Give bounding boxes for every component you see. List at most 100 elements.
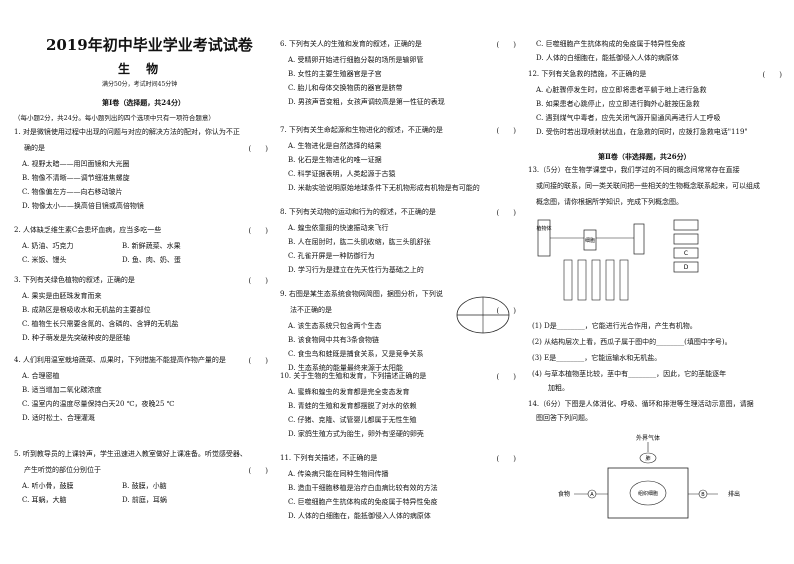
subject-title: 生 物 xyxy=(118,62,165,76)
q14-line1: 14.（6分）下图是人体消化、呼吸、循环和排泄等生理活动示意图，请据 xyxy=(528,400,754,408)
answer-option: C. 孔雀开屏是一种防御行为 xyxy=(288,252,375,260)
answer-option: D. 男孩声音变粗，女孩声调较高是第一性征的表现 xyxy=(288,98,445,106)
answer-option: D. 种子萌发是先突破种皮的是胚轴 xyxy=(22,334,130,342)
answer-paren: ( ) xyxy=(496,455,516,463)
answer-option: C. 仔猪、克隆、试管婴儿都属于无性生殖 xyxy=(288,416,417,424)
answer-option: A. 果实是由胚珠发育而来 xyxy=(22,292,102,300)
answer-paren: ( ) xyxy=(496,127,516,135)
answer-option: A. 心脏骤停发生时，应立即将患者平躺于地上进行急救 xyxy=(536,86,707,94)
answer-paren: ( ) xyxy=(496,41,516,49)
question-stem: 4. 人们利用温室栽培蔬菜、瓜果时，下列措施不能提高作物产量的是 xyxy=(14,356,226,364)
answer-option: D. 物像太小——换高倍目镜或高倍物镜 xyxy=(22,202,144,210)
concept-node xyxy=(673,247,699,259)
question-stem: 8. 下列有关动物的运动和行为的叙述，不正确的是 xyxy=(280,208,436,216)
concept-node xyxy=(577,259,587,301)
answer-option: A. 传染病只能在同种生物间传播 xyxy=(288,470,389,478)
question-stem: 2. 人体缺乏维生素C会患坏血病，应当多吃一些 xyxy=(14,226,162,234)
question-stem: 产生听觉的部位分别位于 xyxy=(24,466,101,474)
answer-option: B. 物像不清晰——调节细准焦螺旋 xyxy=(22,174,130,182)
node-a xyxy=(587,489,597,499)
answer-paren: ( ) xyxy=(248,145,268,153)
answer-option: D. 人体的白细胞在，能抵御侵入人体的病原体 xyxy=(288,512,431,520)
q13-blank-3: (3) E是________，它能运输水和无机盐。 xyxy=(532,354,662,362)
concept-node-label: D xyxy=(684,264,689,271)
concept-node xyxy=(619,259,629,301)
answer-option: D. 米勒实验说明原始地球条件下无机物形成有机物是有可能的 xyxy=(288,184,480,192)
answer-option: C. 米饭、馒头 xyxy=(22,256,67,264)
answer-option: A. 蜜蜂和蝗虫的发育都是完全变态发育 xyxy=(288,388,410,396)
concept-node xyxy=(591,259,601,301)
concept-node xyxy=(633,223,645,255)
answer-option: B. 人在屈肘时，肱二头肌收缩，肱三头肌舒张 xyxy=(288,238,431,246)
exam-meta: 满分50分，考试时间45分钟 xyxy=(102,81,178,88)
answer-option: B. 青蛙的生殖和发育都摆脱了对水的依赖 xyxy=(288,402,417,410)
answer-paren: ( ) xyxy=(496,307,516,315)
q13-blank-5: 加粗。 xyxy=(548,384,569,392)
answer-option: C. 巨噬细胞产生抗体构成的免疫属于特异性免疫 xyxy=(536,40,686,48)
answer-option: B. 女性的主要生殖器官是子宫 xyxy=(288,70,382,78)
food-web-diagram xyxy=(456,296,510,334)
diagram-label-a: A xyxy=(590,492,594,498)
answer-option: C. 巨噬细胞产生抗体构成的免疫属于特异性免疫 xyxy=(288,498,438,506)
question-stem: 10. 关于生物的生殖和发育，下列描述正确的是 xyxy=(280,372,427,380)
answer-paren: ( ) xyxy=(248,227,268,235)
part1-instructions: （每小题2分，共24分。每小题列出的四个选项中只有一项符合题意） xyxy=(14,114,215,122)
answer-option: C. 物像偏左方——向右移动玻片 xyxy=(22,188,123,196)
q13-blank-2: (2) 从结构层次上看，西瓜子属于图中的________(填图中字号)。 xyxy=(532,338,732,346)
question-stem: 5. 听到教导员的上课铃声，学生迅速进入教室做好上课准备。听觉感受器、 xyxy=(14,450,247,458)
answer-paren: ( ) xyxy=(496,209,516,217)
question-stem: 3. 下列有关绿色植物的叙述，正确的是 xyxy=(14,276,135,284)
question-stem: 12. 下列有关急救的措施，不正确的是 xyxy=(528,70,647,78)
answer-paren: ( ) xyxy=(248,357,268,365)
concept-node xyxy=(583,229,597,251)
question-stem: 11. 下列有关描述，不正确的是 xyxy=(280,454,378,462)
answer-option: D. 人体的白细胞在，能抵御侵入人体的病原体 xyxy=(536,54,679,62)
exam-title: 2019年初中毕业学业考试试卷 xyxy=(46,36,253,54)
concept-node-label: C xyxy=(684,250,688,257)
question-stem: 7. 下列有关生命起源和生物进化的叙述，不正确的是 xyxy=(280,126,443,134)
lung-node xyxy=(639,452,657,464)
answer-option: B. 造血干细胞移植是治疗白血病比较有效的方法 xyxy=(288,484,438,492)
q13-line3: 概念图，请你根据所学知识，完成下列概念图。 xyxy=(536,198,683,206)
question-stem: 9. 右图是某生态系统食物网简图，据图分析，下列说 xyxy=(280,290,443,298)
tissue-cell-node xyxy=(629,480,667,506)
answer-paren: ( ) xyxy=(248,467,268,475)
answer-option: A. 合理密植 xyxy=(22,372,60,380)
q13-blank-4: (4) 与草本植物茎比较，茎中有________，因此，它的茎能逐年 xyxy=(532,370,727,378)
question-stem: 1. 对是微镜使用过程中出现的问题与对应的解决方法的配对，你认为不正 xyxy=(14,128,240,136)
answer-option: B. 如果患者心跳停止，应立即进行胸外心脏按压急救 xyxy=(536,100,700,108)
answer-option: B. 成熟区是根吸收水和无机盐的主要部位 xyxy=(22,306,151,314)
concept-node xyxy=(673,233,699,245)
question-stem: 法不正确的是 xyxy=(290,306,332,314)
q14-line2: 图回答下列问题。 xyxy=(536,414,592,422)
answer-option: D. 适时松土、合理灌溉 xyxy=(22,414,95,422)
concept-map-diagram: 植物体 细胞 C D xyxy=(536,219,699,301)
answer-option: A. 受精卵开始进行细胞分裂的场所是输卵管 xyxy=(288,56,424,64)
answer-option: D. 受伤时若出现喷射状出血，在急救的同时，应拨打急救电话"119" xyxy=(536,128,748,136)
q13-blank-1: (1) D是________，它能进行光合作用，产生有机物。 xyxy=(532,322,697,330)
answer-paren: ( ) xyxy=(248,277,268,285)
concept-node xyxy=(673,219,699,231)
column-middle: 6. 下列有关人的生殖和发育的叙述，正确的是 ( ) A. 受精卵开始进行细胞分裂的… xyxy=(280,0,520,564)
answer-option: B. 化石是生物进化的唯一证据 xyxy=(288,156,382,164)
concept-node xyxy=(563,259,573,301)
answer-paren: ( ) xyxy=(496,373,516,381)
answer-option: C. 植物生长只需要含氮的、含磷的、含钾的无机盐 xyxy=(22,320,179,328)
diagram-label-food: 食物 xyxy=(558,490,570,498)
answer-option: C. 遇到煤气中毒者，应先关闭气源开窗通风再进行人工呼吸 xyxy=(536,114,721,122)
node-b xyxy=(698,489,708,499)
answer-option: D. 学习行为是建立在先天性行为基础之上的 xyxy=(288,266,424,274)
answer-option: B. 鼓膜，小脑 xyxy=(122,482,167,490)
question-stem: 6. 下列有关人的生殖和发育的叙述，正确的是 xyxy=(280,40,422,48)
column-left: 2019年初中毕业学业考试试卷 生 物 满分50分，考试时间45分钟 第Ⅰ卷（选… xyxy=(14,0,272,564)
answer-option: A. 生物进化是自然选择的结果 xyxy=(288,142,382,150)
answer-option: C. 食虫鸟和蛙既是捕食关系，又是竞争关系 xyxy=(288,350,424,358)
answer-option: C. 耳蜗，大脑 xyxy=(22,496,67,504)
concept-node-label: 细胞 xyxy=(585,237,595,244)
answer-option: D. 前庭，耳蜗 xyxy=(122,496,167,504)
diagram-label-b: B xyxy=(701,492,705,498)
answer-option: A. 听小骨，鼓膜 xyxy=(22,482,74,490)
answer-option: C. 科学证据表明，人类起源于古猿 xyxy=(288,170,396,178)
answer-option: B. 该食物网中共有3条食物链 xyxy=(288,336,380,344)
diagram-label-lung: 肺 xyxy=(645,456,650,462)
